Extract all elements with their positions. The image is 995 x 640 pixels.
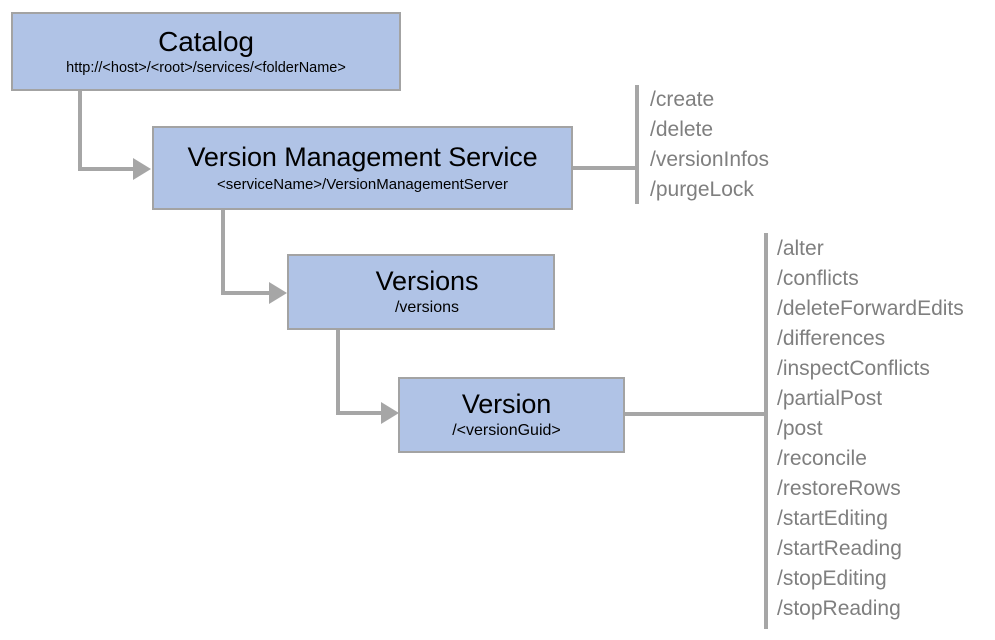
arrowhead-catalog-to-service — [133, 158, 151, 180]
connector-version-to-operations-stem — [625, 412, 768, 416]
endpoint-item: /purgeLock — [650, 178, 754, 201]
node-catalog[interactable]: Catalog http://<host>/<root>/services/<f… — [11, 12, 401, 91]
node-versions[interactable]: Versions /versions — [287, 254, 555, 330]
endpoint-item: /restoreRows — [777, 477, 901, 500]
bracket-version-operations — [764, 233, 768, 629]
endpoint-item: /versionInfos — [650, 148, 770, 171]
connector-catalog-to-service-horizontal — [78, 167, 137, 171]
endpoint-item: /partialPost — [777, 387, 883, 410]
node-versions-title: Versions — [375, 265, 479, 296]
arrowhead-versions-to-version — [381, 402, 399, 424]
endpoint-item: /differences — [777, 327, 886, 350]
endpoint-item: /deleteForwardEdits — [777, 297, 964, 320]
endpoint-list-service-operations: /create/delete/versionInfos/purgeLock — [650, 85, 769, 205]
node-versions-content: Versions /versions — [376, 267, 479, 317]
endpoint-item: /stopReading — [777, 597, 901, 620]
node-catalog-title: Catalog — [158, 25, 254, 57]
endpoint-item: /alter — [777, 237, 824, 260]
node-version-management-service-path: <serviceName>/VersionManagementServer — [217, 175, 508, 193]
node-versions-path: /versions — [394, 299, 459, 317]
connector-versions-to-version-vertical — [336, 330, 340, 415]
endpoint-item: /delete — [650, 118, 714, 141]
endpoint-item: /startReading — [777, 537, 902, 560]
node-version-management-service[interactable]: Version Management Service <serviceName>… — [152, 126, 573, 210]
endpoint-item: /create — [650, 88, 715, 111]
arrowhead-service-to-versions — [269, 282, 287, 304]
connector-service-to-versions-horizontal — [221, 291, 273, 295]
connector-versions-to-version-horizontal — [336, 411, 386, 415]
node-version-content: Version /<versionGuid> — [452, 390, 561, 440]
endpoint-item: /stopEditing — [777, 567, 887, 590]
node-catalog-path: http://<host>/<root>/services/<folderNam… — [66, 60, 346, 77]
node-version-path: /<versionGuid> — [452, 422, 561, 440]
endpoint-item: /reconcile — [777, 447, 867, 470]
connector-catalog-to-service-vertical — [78, 91, 82, 171]
node-version-management-service-title: Version Management Service — [187, 142, 538, 173]
node-version-title: Version — [461, 388, 552, 419]
endpoint-item: /post — [777, 417, 823, 440]
endpoint-item: /conflicts — [777, 267, 859, 290]
connector-service-to-versions-vertical — [221, 210, 225, 295]
node-version[interactable]: Version /<versionGuid> — [398, 377, 625, 453]
bracket-service-operations — [635, 85, 639, 204]
endpoint-list-version-operations: /alter/conflicts/deleteForwardEdits/diff… — [777, 234, 964, 624]
endpoint-item: /inspectConflicts — [777, 357, 930, 380]
endpoint-item: /startEditing — [777, 507, 888, 530]
connector-service-to-operations-stem — [573, 166, 639, 170]
